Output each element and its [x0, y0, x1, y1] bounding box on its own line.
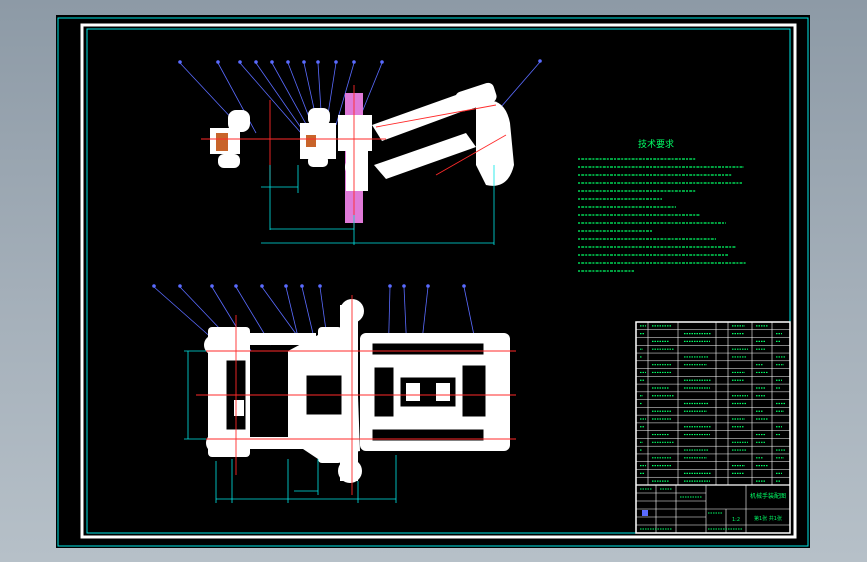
front-view-balloons — [178, 59, 542, 64]
bom-cell-text — [640, 325, 785, 482]
top-view-dimensions — [184, 350, 397, 503]
gripper-jaw-right — [300, 108, 336, 167]
title-block-marker — [642, 510, 648, 516]
scale-value: 1:2 — [732, 517, 740, 523]
cylinder-rod-blocks — [406, 383, 450, 401]
title-block-entries — [640, 488, 742, 530]
drawing-title: 机械手装配图 — [750, 492, 786, 500]
inner-frame — [86, 28, 791, 534]
front-view — [178, 59, 542, 245]
arm-cylinder — [372, 82, 497, 179]
cad-drawing-canvas: 技术要求 — [57, 17, 809, 547]
drawing-sheet: 技术要求 — [56, 15, 810, 548]
sheet-count: 第1张 共1张 — [754, 515, 782, 522]
jaw-section-hatch-2 — [306, 135, 316, 147]
wrist-housing — [338, 115, 372, 191]
elbow-joint — [476, 100, 514, 186]
top-view-centerlines — [196, 295, 516, 495]
front-view-centerlines — [201, 85, 507, 230]
front-view-dimensions — [261, 165, 495, 245]
outer-trim-line — [57, 17, 809, 547]
gripper-pin — [234, 400, 244, 416]
notes-heading: 技术要求 — [638, 138, 674, 150]
bom-row-lines — [636, 329, 790, 478]
bom-column-lines — [647, 322, 773, 485]
title-block: 机械手装配图 第1张 共1张 1:2 — [635, 321, 791, 534]
top-view — [152, 284, 516, 503]
top-view-balloons — [152, 284, 466, 288]
technical-notes: 技术要求 — [578, 138, 746, 272]
bom-frame — [635, 321, 791, 534]
drawing-border — [80, 23, 797, 539]
jaw-section-hatch — [216, 133, 228, 151]
notes-text-lines — [578, 158, 746, 272]
